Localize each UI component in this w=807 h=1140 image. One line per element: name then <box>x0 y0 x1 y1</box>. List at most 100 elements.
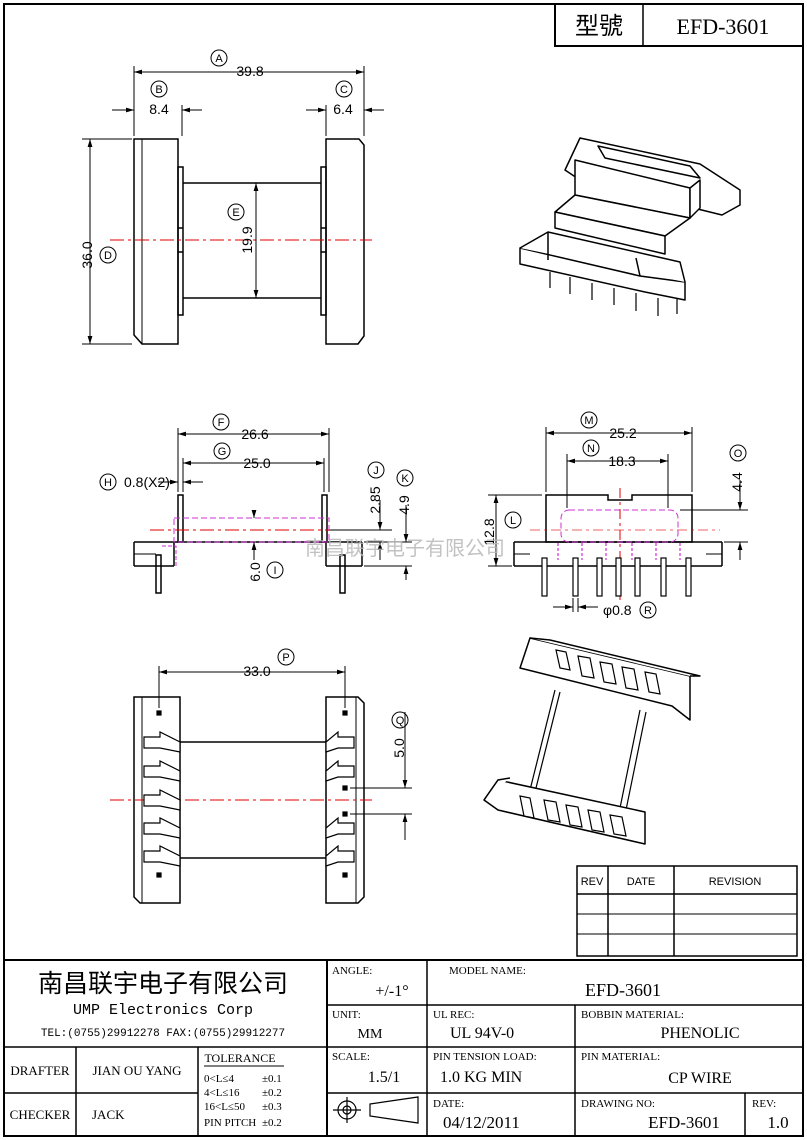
revision-table-headers: REV DATE REVISION <box>581 876 762 888</box>
dim-d-value: 36.0 <box>79 241 95 268</box>
dim-j-value: 2.85 <box>367 486 383 513</box>
svg-text:N: N <box>587 443 595 455</box>
date-label: DATE: <box>433 1098 464 1110</box>
model-value: EFD-3601 <box>677 14 770 39</box>
bottom-view-terminals <box>143 710 355 878</box>
dim-m: M 25.2 <box>580 411 637 441</box>
dim-c-value: 6.4 <box>333 101 353 117</box>
drafter-label: DRAFTER <box>10 1063 70 1078</box>
checker-value: JACK <box>92 1107 125 1122</box>
footer-people: DRAFTER JIAN OU YANG CHECKER JACK <box>10 1063 182 1122</box>
dim-b-value: 8.4 <box>149 101 169 117</box>
svg-text:Q: Q <box>396 715 405 727</box>
watermark: 南昌联宇电子有限公司 <box>305 537 505 560</box>
isometric-view-top-pins <box>549 272 678 316</box>
dim-l-value: 12.8 <box>481 518 497 545</box>
side-view-pins <box>541 543 692 597</box>
dim-p: P 33.0 <box>243 648 295 679</box>
svg-text:4<L≤16: 4<L≤16 <box>204 1087 240 1099</box>
dim-g-value: 25.0 <box>243 455 270 471</box>
pin-material-value: CP WIRE <box>668 1070 732 1087</box>
unit-value: MM <box>358 1027 383 1042</box>
checker-label: CHECKER <box>10 1107 71 1122</box>
company-name-en: UMP Electronics Corp <box>73 1002 253 1019</box>
svg-text:F: F <box>218 417 225 429</box>
svg-text:PIN PITCH: PIN PITCH <box>204 1117 256 1129</box>
svg-text:±0.1: ±0.1 <box>262 1073 282 1085</box>
revision-table <box>576 865 798 957</box>
dim-k: K 4.9 <box>396 469 414 515</box>
dim-m-value: 25.2 <box>609 425 636 441</box>
tolerance-label: TOLERANCE <box>204 1051 275 1065</box>
svg-text:K: K <box>401 473 409 485</box>
isometric-view-bottom-terminals <box>519 649 661 837</box>
svg-text:A: A <box>215 53 223 65</box>
dim-h: H 0.8(X2) <box>99 473 170 491</box>
dim-n-value: 18.3 <box>608 453 635 469</box>
dim-q: Q 5.0 <box>391 711 409 758</box>
company-name-cn: 南昌联宇电子有限公司 <box>38 970 288 998</box>
sheet-border <box>3 3 804 1137</box>
angle-value: +/-1° <box>375 983 408 1000</box>
side-view-dimensions <box>488 427 748 612</box>
top-view-dimensions <box>158 428 412 580</box>
svg-text:D: D <box>104 250 112 262</box>
dim-q-value: 5.0 <box>391 738 407 758</box>
ul-rec-value: UL 94V-0 <box>450 1025 514 1042</box>
dim-a-value: 39.8 <box>236 63 263 79</box>
date-value: 04/12/2011 <box>443 1113 520 1132</box>
svg-text:H: H <box>104 477 112 489</box>
dim-c: C 6.4 <box>333 80 353 117</box>
pin-tension-label: PIN TENSION LOAD: <box>433 1051 537 1063</box>
dim-j: J 2.85 <box>367 461 385 514</box>
svg-text:L: L <box>510 515 516 527</box>
dim-r: R φ0.8 <box>603 601 657 619</box>
dim-h-value: 0.8(X2) <box>124 474 170 490</box>
top-view <box>133 494 363 594</box>
model-title-block: 型號 EFD-3601 <box>554 3 804 47</box>
front-view-dimensions <box>82 66 384 345</box>
dim-f-value: 26.6 <box>241 426 268 442</box>
bobbin-material-label: BOBBIN MATERIAL: <box>581 1009 684 1021</box>
model-label: 型號 <box>575 13 623 40</box>
svg-text:O: O <box>734 448 743 460</box>
drawing-no-label: DRAWING NO: <box>581 1098 655 1110</box>
svg-text:±0.2: ±0.2 <box>262 1087 282 1099</box>
rev-label: REV: <box>752 1098 776 1110</box>
bottom-view-dimensions <box>158 666 412 840</box>
svg-text:I: I <box>273 565 276 577</box>
dimension-labels: A 39.8 B 8.4 C 6.4 D 36.0 E 19.9 F 26.6 <box>79 49 747 758</box>
ul-rec-label: UL REC: <box>433 1009 474 1021</box>
svg-text:M: M <box>584 415 593 427</box>
svg-text:REV: REV <box>581 876 604 888</box>
scale-value: 1.5/1 <box>368 1069 400 1086</box>
svg-text:0<L≤4: 0<L≤4 <box>204 1073 234 1085</box>
model-name-value: EFD-3601 <box>585 980 661 1000</box>
unit-label: UNIT: <box>332 1009 361 1021</box>
drawing-no-value: EFD-3601 <box>648 1113 720 1132</box>
svg-text:P: P <box>282 652 289 664</box>
dim-d: D 36.0 <box>79 241 117 269</box>
dim-o-value: 4.4 <box>729 472 745 492</box>
footer-grid <box>4 959 803 1136</box>
dim-f: F 26.6 <box>212 413 269 442</box>
front-view <box>110 138 372 345</box>
svg-text:±0.3: ±0.3 <box>262 1101 282 1113</box>
bottom-view <box>110 696 372 904</box>
svg-text:R: R <box>644 605 652 617</box>
svg-text:J: J <box>373 465 379 477</box>
dim-b: B 8.4 <box>149 80 169 117</box>
svg-text:REVISION: REVISION <box>709 876 762 888</box>
footer-specs: ANGLE: +/-1° UNIT: MM SCALE: 1.5/1 MODEL… <box>332 965 789 1132</box>
footer-company: 南昌联宇电子有限公司 UMP Electronics Corp TEL:(075… <box>38 970 288 1040</box>
svg-text:±0.2: ±0.2 <box>262 1117 282 1129</box>
dim-g: G 25.0 <box>213 442 271 471</box>
dim-e: E 19.9 <box>227 203 255 254</box>
pin-tension-value: 1.0 KG MIN <box>440 1069 523 1086</box>
rev-value: 1.0 <box>767 1113 788 1132</box>
dim-i: I 6.0 <box>247 561 284 582</box>
dim-a: A 39.8 <box>210 49 264 79</box>
company-contact: TEL:(0755)29912278 FAX:(0755)29912277 <box>41 1028 285 1040</box>
projection-symbol <box>333 1096 419 1124</box>
